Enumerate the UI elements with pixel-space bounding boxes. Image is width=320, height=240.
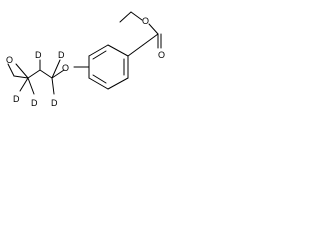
bond-ch2-ring — [127, 44, 144, 57]
bond-cd2-cd2 — [39, 69, 53, 79]
bond-cd2-epoxide-carbon — [27, 69, 41, 79]
atom-carbonyl-oxygen: O — [158, 50, 165, 60]
atom-epoxide-oxygen: O — [6, 55, 13, 65]
bond-o-carbonyl-carbon — [148, 23, 159, 35]
bond-d-upper-2 — [51, 59, 61, 79]
ring-bond-2 — [107, 77, 129, 90]
atom-deuterium-2: D — [13, 94, 20, 104]
atom-ester-ether-oxygen: O — [142, 16, 149, 26]
bond-d-lower-3 — [51, 77, 55, 95]
atom-phenoxy-oxygen: O — [62, 63, 69, 73]
bond-carbonyl-ch2 — [142, 33, 159, 46]
bond-d-lower-2 — [27, 77, 35, 95]
chemical-structure-diagram: O O O O D D D D D — [6, 11, 165, 108]
epoxide-bond-c-o-1 — [7, 63, 15, 77]
atom-deuterium-5: D — [51, 98, 58, 108]
atom-deuterium-1: D — [35, 50, 42, 60]
ring-bond-3 — [88, 77, 109, 90]
ring-bond-5 — [88, 44, 109, 57]
ring-bond-6 — [107, 44, 129, 57]
ring-inner-double-2 — [92, 74, 107, 84]
atom-deuterium-4: D — [58, 50, 65, 60]
ring-inner-double-3 — [92, 50, 107, 60]
atom-deuterium-3: D — [31, 98, 38, 108]
bond-phenoxy-o-cd2 — [51, 69, 65, 79]
epoxide-bond-c-c — [13, 75, 29, 79]
bond-d-lower-1 — [19, 77, 29, 92]
epoxide-bond-c-o-2 — [15, 63, 29, 79]
bond-ethyl-ch3-ch2 — [119, 11, 132, 23]
bond-ethyl-ch2-o — [130, 11, 143, 21]
